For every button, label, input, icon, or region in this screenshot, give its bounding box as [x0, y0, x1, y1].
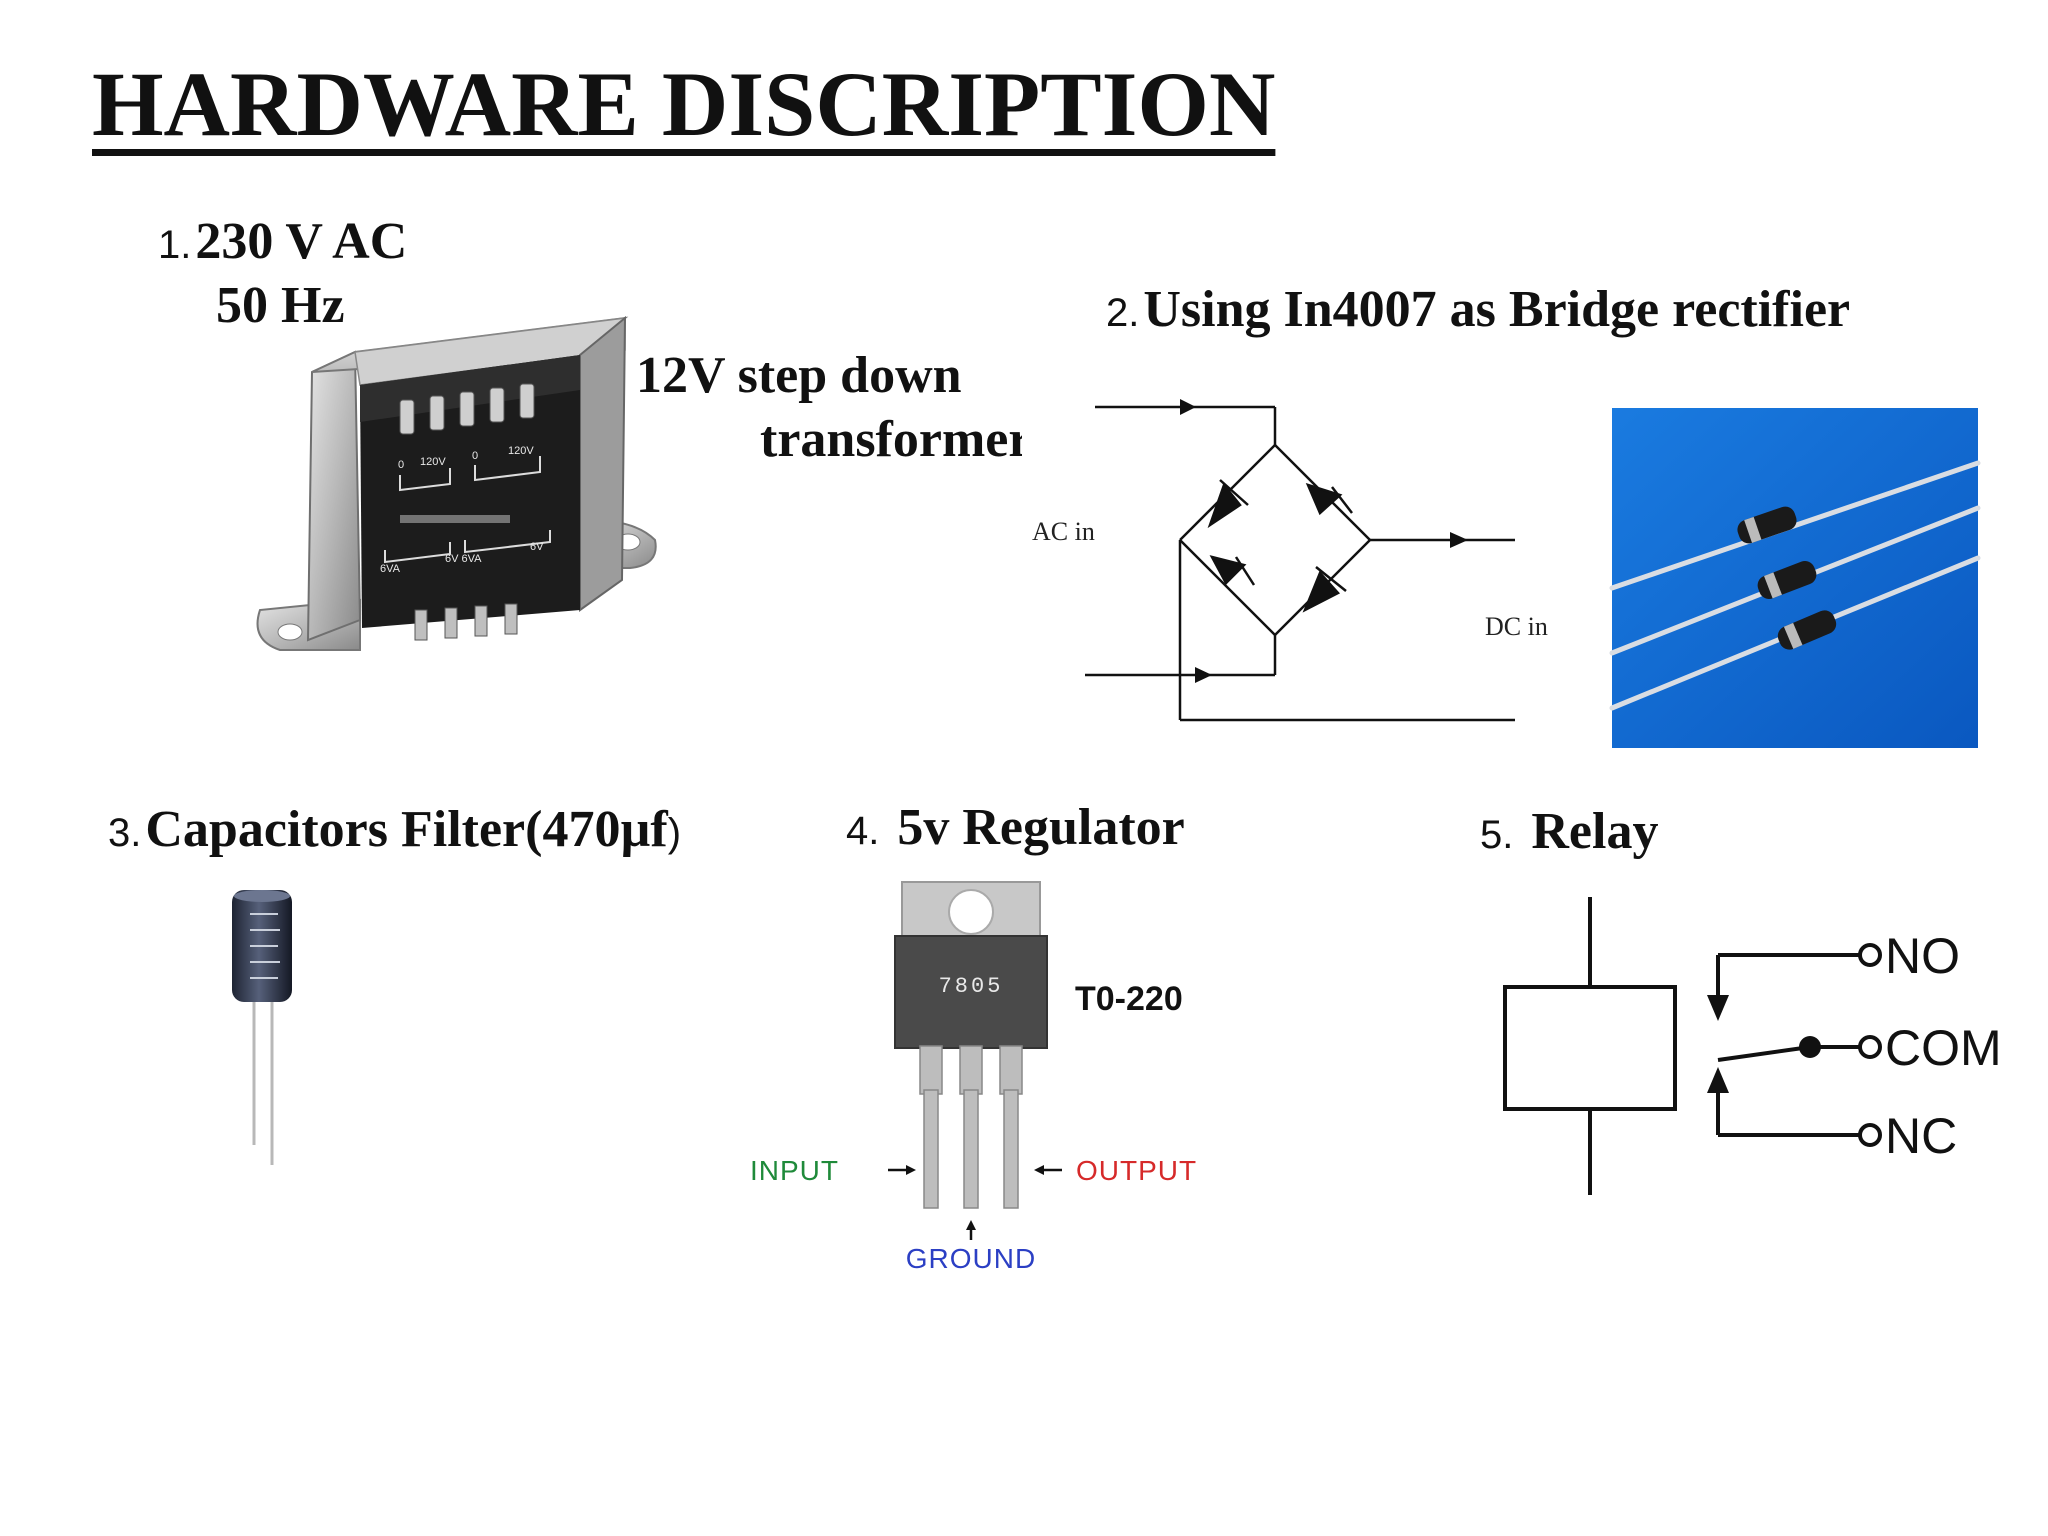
transformer-label-6v: 6V [530, 541, 544, 553]
transformer-image: 0 120V 0 120V 6VA 6V 6VA 6V [256, 315, 657, 651]
item1-frequency: 50 Hz [216, 277, 345, 334]
regulator-diagram: 7805 T0-220 INPUT OUTPUT GROUND [750, 881, 1197, 1274]
item2-heading: 2. Using In4007 as Bridge rectifier [1106, 280, 1850, 340]
relay-diagram: NO COM NC [1503, 897, 2002, 1195]
input-label: INPUT [750, 1155, 839, 1186]
transformer-label-0a: 0 [398, 459, 404, 471]
item1-caption-line2: transformer [760, 411, 1022, 468]
relay-no-label: NO [1885, 928, 1960, 984]
item5-title: Relay [1531, 803, 1659, 860]
item1-caption-line2-clip: transformer [760, 410, 1022, 478]
item2-number: 2. [1106, 291, 1140, 335]
transformer-label-120a: 120V [420, 456, 446, 468]
relay-com-label: COM [1885, 1020, 2002, 1076]
capacitor-image [232, 890, 292, 1165]
item3-number: 3. [108, 811, 142, 855]
dc-in-label: DC in [1485, 612, 1548, 641]
item5-heading: 5. Relay [1480, 802, 1658, 862]
diodes-photo [1609, 408, 1981, 748]
item5-number: 5. [1480, 813, 1514, 857]
item3-heading: 3. Capacitors Filter(470µf) [108, 800, 681, 860]
transformer-label-120b: 120V [508, 445, 534, 457]
bridge-rectifier-diagram: AC in DC in [1032, 399, 1548, 722]
item2-title: Using In4007 as Bridge rectifier [1143, 281, 1851, 338]
transformer-label-6v6va: 6V 6VA [445, 553, 482, 565]
item1-heading-line1: 1. 230 V AC [158, 212, 407, 272]
item1-voltage: 230 V AC [195, 213, 408, 270]
ac-in-label: AC in [1032, 517, 1095, 546]
ground-label: GROUND [906, 1243, 1036, 1274]
package-label: T0-220 [1075, 980, 1183, 1018]
transformer-label-0b: 0 [472, 450, 478, 462]
item3-title: Capacitors Filter(470µf [145, 801, 668, 858]
item4-heading: 4. 5v Regulator [846, 798, 1185, 858]
slide-title: HARDWARE DISCRIPTION [92, 53, 1276, 155]
relay-nc-label: NC [1885, 1108, 1957, 1164]
item3-title-close: ) [667, 811, 682, 855]
transformer-label-6va: 6VA [380, 563, 401, 575]
item1-caption-line1: 12V step down [636, 347, 962, 404]
output-label: OUTPUT [1076, 1155, 1197, 1186]
chip-marking: 7805 [939, 974, 1004, 999]
item4-number: 4. [846, 809, 880, 853]
item4-title: 5v Regulator [897, 799, 1185, 856]
item1-number: 1. [158, 223, 192, 267]
